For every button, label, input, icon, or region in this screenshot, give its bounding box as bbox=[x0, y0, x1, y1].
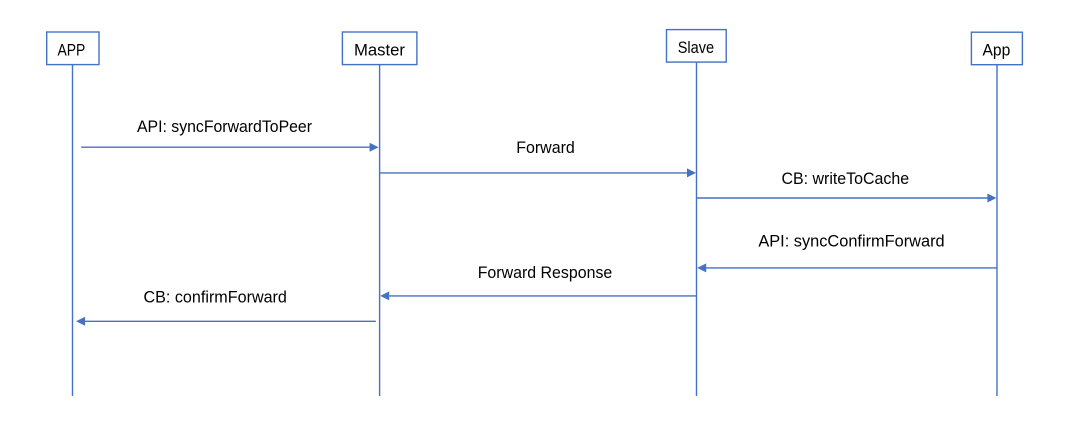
svg-text:API: syncForwardToPeer: API: syncForwardToPeer bbox=[137, 117, 312, 136]
svg-text:Master: Master bbox=[354, 40, 405, 59]
svg-text:CB: writeToCache: CB: writeToCache bbox=[782, 169, 910, 188]
svg-text:Slave: Slave bbox=[678, 38, 714, 57]
svg-text:Forward: Forward bbox=[516, 138, 575, 157]
svg-text:Forward Response: Forward Response bbox=[478, 263, 613, 282]
svg-text:CB: confirmForward: CB: confirmForward bbox=[144, 288, 287, 307]
svg-text:API: syncConfirmForward: API: syncConfirmForward bbox=[758, 232, 944, 251]
svg-text:App: App bbox=[983, 40, 1011, 59]
svg-text:APP: APP bbox=[58, 40, 86, 59]
